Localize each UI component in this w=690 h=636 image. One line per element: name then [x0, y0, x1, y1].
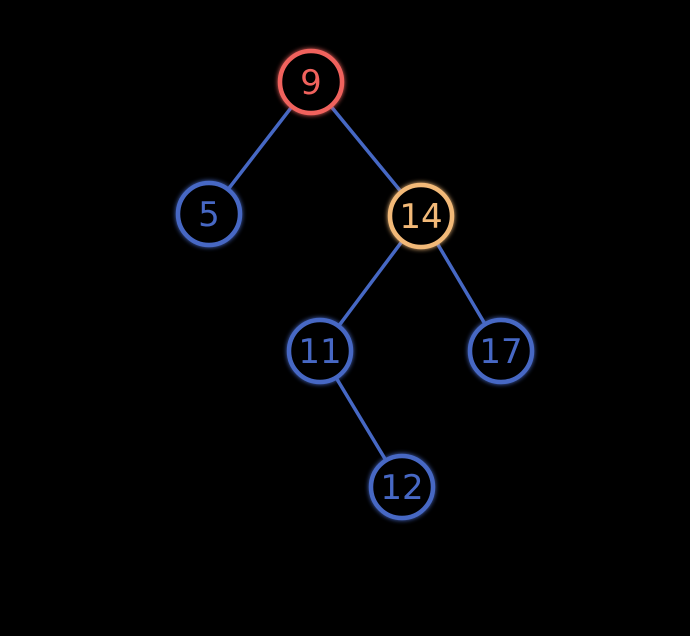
node-label-17: 17: [479, 332, 522, 372]
tree-node-17: 17: [467, 317, 535, 385]
edge-9-5: [227, 106, 293, 190]
tree-node-12: 12: [368, 453, 436, 521]
tree-node-14: 14: [387, 182, 455, 250]
edge-14-17: [436, 242, 486, 325]
node-ring-12: [368, 453, 436, 521]
node-label-14: 14: [399, 197, 442, 237]
node-label-5: 5: [198, 195, 220, 235]
tree-nodes: 9 5 14 11 17 12: [175, 48, 535, 521]
tree-node-9: 9: [277, 48, 345, 116]
edge-11-12: [335, 377, 387, 461]
node-ring-14: [387, 182, 455, 250]
node-ring-9: [277, 48, 345, 116]
edge-14-11: [338, 240, 403, 327]
tree-node-5: 5: [175, 180, 243, 248]
node-ring-17: [467, 317, 535, 385]
tree-edges: [227, 105, 486, 461]
node-ring-11: [286, 317, 354, 385]
node-label-11: 11: [298, 332, 341, 372]
node-label-9: 9: [300, 63, 322, 103]
node-ring-5: [175, 180, 243, 248]
tree-node-11: 11: [286, 317, 354, 385]
edge-9-14: [330, 105, 402, 193]
node-label-12: 12: [380, 468, 423, 508]
